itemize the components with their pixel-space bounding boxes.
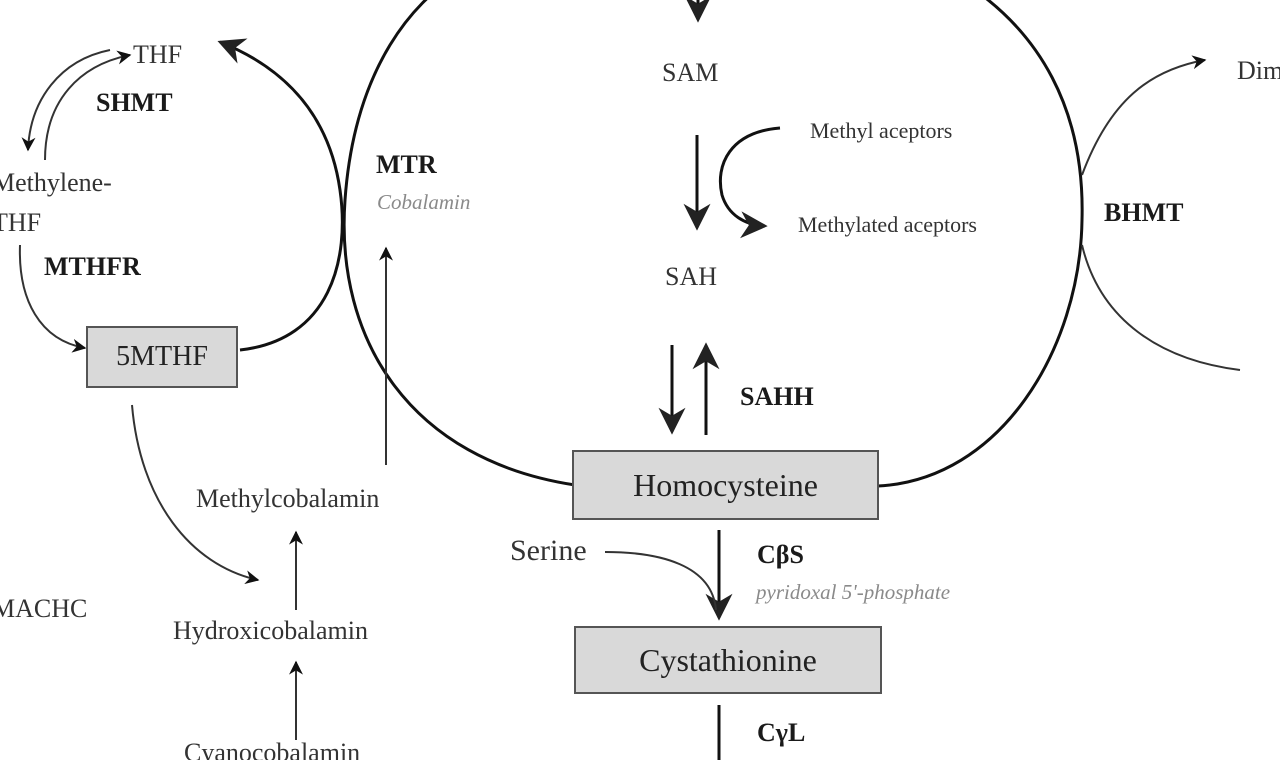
cbs-enzyme: CβS: [757, 540, 804, 569]
cobalamin-cofactor: Cobalamin: [377, 190, 471, 214]
folate-cycle-loop: [217, 38, 344, 352]
homocysteine-box: Homocysteine: [572, 450, 879, 520]
methylene-thf-label-line2: THF: [0, 208, 42, 237]
methyl-transfer-curve: [718, 126, 781, 239]
shmt-arrow-to-methylene: [21, 49, 111, 152]
shmt-arrow-to-thf: [44, 50, 132, 161]
serine-label: Serine: [510, 534, 587, 567]
cgl-enzyme: CγL: [757, 718, 806, 747]
bhmt-arc-out: [1081, 55, 1207, 176]
methylated-aceptors-label: Methylated aceptors: [798, 212, 977, 237]
cyanocobalamin-label: Cyanocobalamin: [184, 738, 361, 760]
sahh-enzyme: SAHH: [740, 382, 814, 411]
shmt-enzyme: SHMT: [96, 88, 173, 117]
bhmt-enzyme: BHMT: [1104, 198, 1184, 227]
mthf-to-cobalamin-curve: [131, 404, 260, 585]
hydroxicobalamin-label: Hydroxicobalamin: [173, 616, 368, 645]
methionine-cycle-circle: [342, 0, 1084, 488]
serine-curve: [604, 551, 717, 611]
machc-enzyme: MACHC: [0, 594, 88, 623]
thf-label: THF: [133, 40, 183, 69]
mtr-enzyme: MTR: [376, 150, 437, 179]
sah-label: SAH: [665, 262, 718, 291]
dim-label: Dim: [1237, 56, 1280, 85]
sam-label: SAM: [662, 58, 719, 87]
methylene-thf-label-line1: Methylene-: [0, 168, 112, 197]
mthf5-box: 5MTHF: [86, 326, 238, 388]
cystathionine-box: Cystathionine: [574, 626, 882, 694]
mthfr-arrow: [18, 244, 87, 353]
mthfr-enzyme: MTHFR: [44, 252, 141, 281]
bhmt-arc-in: [1081, 244, 1241, 371]
methyl-aceptors-label: Methyl aceptors: [810, 118, 953, 143]
pyridoxal-cofactor: pyridoxal 5'-phosphate: [756, 580, 951, 604]
methylcobalamin-label: Methylcobalamin: [196, 484, 380, 513]
